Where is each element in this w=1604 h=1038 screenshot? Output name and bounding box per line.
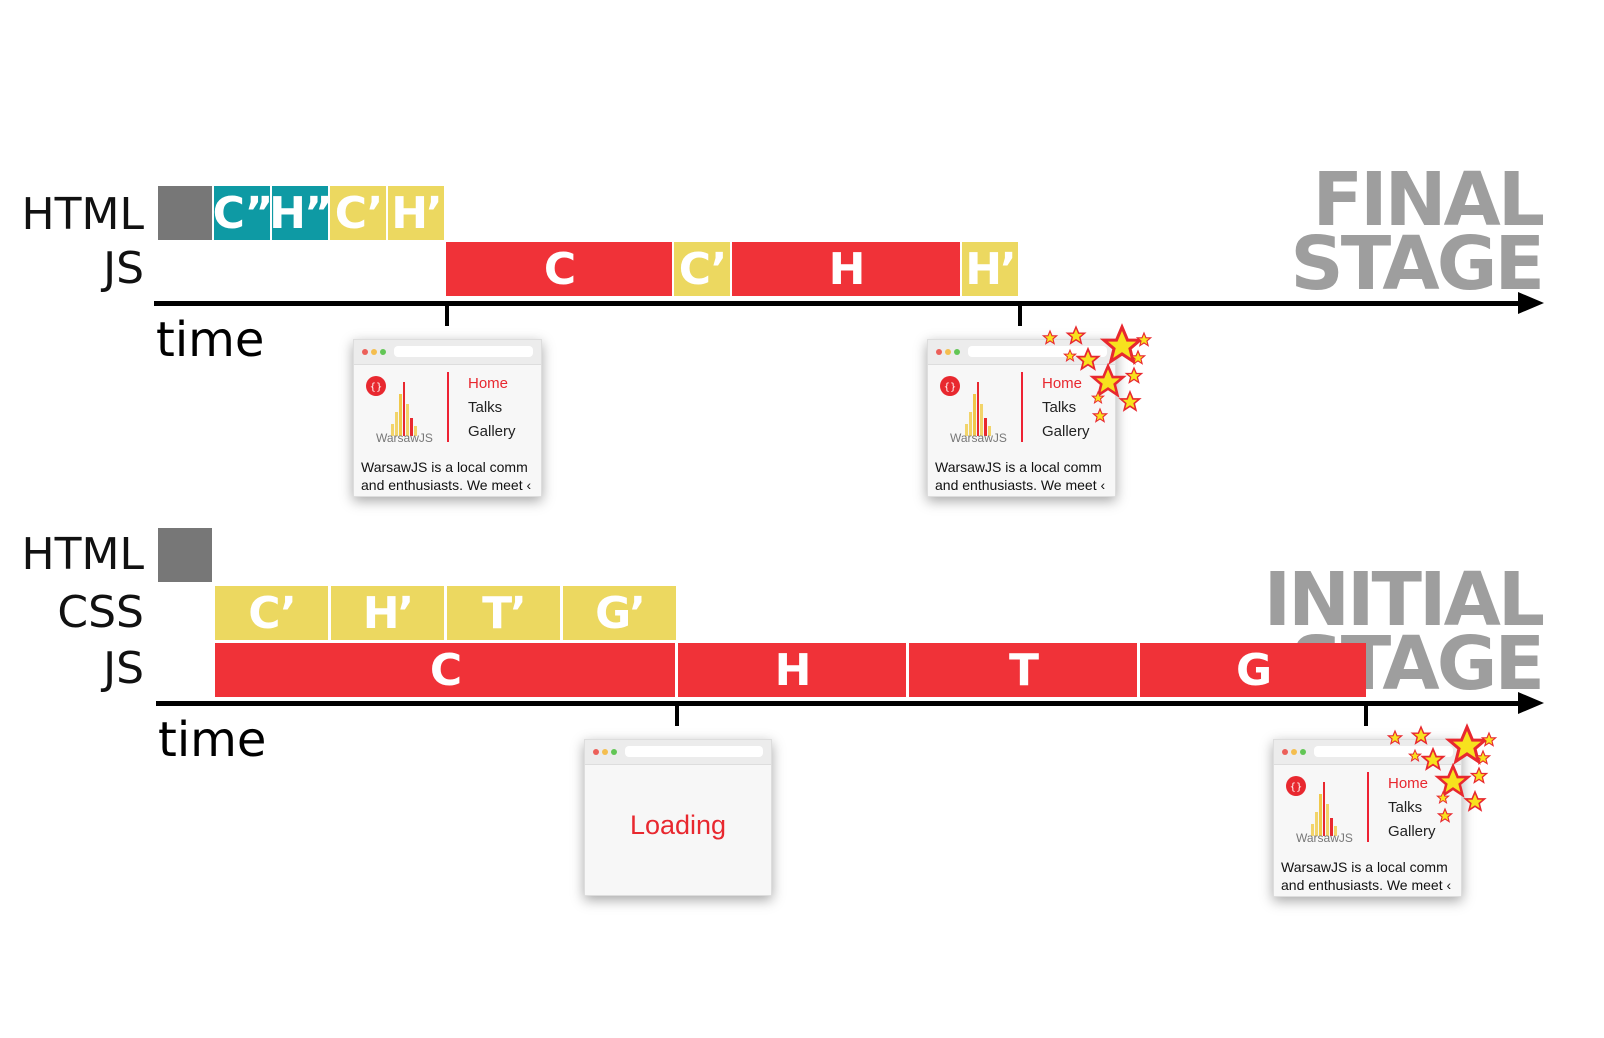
nav-talks: Talks bbox=[468, 399, 503, 416]
nav-gallery: Gallery bbox=[1388, 823, 1436, 840]
warsawjs-logo-icon: {} bbox=[1286, 776, 1337, 836]
address-bar bbox=[968, 346, 1107, 357]
nav-home: Home bbox=[468, 375, 509, 392]
description: WarsawJS is a local comm and enthusiasts… bbox=[1281, 858, 1451, 894]
description-line-1: WarsawJS is a local comm bbox=[1281, 859, 1448, 875]
stage-title-line-1: FINAL bbox=[1312, 157, 1545, 243]
css-block-c1: C’ bbox=[215, 586, 328, 640]
close-dot-icon bbox=[593, 749, 599, 755]
js-block-h: H bbox=[678, 643, 906, 697]
maximize-dot-icon bbox=[380, 349, 386, 355]
svg-text:{}: {} bbox=[370, 382, 383, 393]
axis-arrow-icon bbox=[1518, 692, 1544, 714]
axis-label-time: time bbox=[156, 312, 265, 368]
loading-text: Loading bbox=[629, 810, 727, 840]
maximize-dot-icon bbox=[954, 349, 960, 355]
axis-label-time: time bbox=[158, 712, 267, 768]
row-label-css: CSS bbox=[57, 587, 144, 638]
maximize-dot-icon bbox=[1300, 749, 1306, 755]
html-block-h1: H’ bbox=[388, 186, 444, 240]
svg-text:{}: {} bbox=[1290, 782, 1303, 793]
browser-toolbar bbox=[1274, 740, 1461, 765]
js-block-h1: H’ bbox=[962, 242, 1018, 296]
description-line-2: and enthusiasts. We meet ‹ bbox=[935, 477, 1106, 493]
address-bar bbox=[1314, 746, 1453, 757]
description-line-2: and enthusiasts. We meet ‹ bbox=[1281, 877, 1452, 893]
warsawjs-logo-icon: {} bbox=[366, 376, 417, 436]
axis-tick bbox=[445, 304, 449, 326]
nav-talks: Talks bbox=[1042, 399, 1077, 416]
close-dot-icon bbox=[362, 349, 368, 355]
js-block-h: H bbox=[732, 242, 960, 296]
logo-text: WarsawJS bbox=[376, 431, 433, 445]
js-block-c: C bbox=[446, 242, 672, 296]
stage-title-line-1: INITIAL bbox=[1263, 557, 1545, 643]
row-label-js: JS bbox=[103, 243, 144, 294]
js-block-g: G bbox=[1140, 643, 1366, 697]
nav-home: Home bbox=[1388, 775, 1429, 792]
page-screenshot: {} WarsawJS Home Talks Gallery WarsawJS … bbox=[927, 339, 1116, 497]
sparkle-stars-icon bbox=[1042, 325, 1152, 423]
html-block-c2: C” bbox=[212, 186, 273, 240]
maximize-dot-icon bbox=[611, 749, 617, 755]
nav-gallery: Gallery bbox=[468, 423, 516, 440]
row-label-html: HTML bbox=[21, 189, 144, 240]
time-axis bbox=[156, 701, 1524, 706]
axis-tick bbox=[675, 704, 679, 726]
warsawjs-logo-icon: {} bbox=[940, 376, 991, 436]
js-block-t: T bbox=[909, 643, 1137, 697]
minimize-dot-icon bbox=[371, 349, 377, 355]
divider bbox=[447, 372, 449, 442]
address-bar bbox=[394, 346, 533, 357]
close-dot-icon bbox=[1282, 749, 1288, 755]
minimize-dot-icon bbox=[1291, 749, 1297, 755]
html-block bbox=[158, 528, 212, 582]
logo-text: WarsawJS bbox=[1296, 831, 1353, 845]
html-block-c1: C’ bbox=[330, 186, 386, 240]
browser-toolbar bbox=[585, 740, 771, 765]
page-screenshot: {} WarsawJS Home Talks Gallery WarsawJS … bbox=[353, 339, 542, 497]
row-label-html: HTML bbox=[21, 529, 144, 580]
description-line-1: WarsawJS is a local comm bbox=[361, 459, 528, 475]
description: WarsawJS is a local comm and enthusiasts… bbox=[361, 458, 531, 494]
css-block-t1: T’ bbox=[447, 586, 560, 640]
html-block-h2: H” bbox=[269, 186, 333, 240]
axis-tick bbox=[1364, 704, 1368, 726]
sparkle-stars-icon bbox=[1387, 725, 1497, 823]
css-block-g1: G’ bbox=[563, 586, 676, 640]
logo-text: WarsawJS bbox=[950, 431, 1007, 445]
nav-talks: Talks bbox=[1388, 799, 1423, 816]
close-dot-icon bbox=[936, 349, 942, 355]
axis-tick bbox=[1018, 304, 1022, 326]
css-block-h1: H’ bbox=[331, 586, 444, 640]
description-line-1: WarsawJS is a local comm bbox=[935, 459, 1102, 475]
nav-gallery: Gallery bbox=[1042, 423, 1090, 440]
js-block-c: C bbox=[215, 643, 675, 697]
html-block bbox=[158, 186, 212, 240]
minimize-dot-icon bbox=[945, 349, 951, 355]
minimize-dot-icon bbox=[602, 749, 608, 755]
description-line-2: and enthusiasts. We meet ‹ bbox=[361, 477, 532, 493]
stage-title-line-2: STAGE bbox=[1290, 221, 1545, 307]
stage-title-final: FINAL STAGE bbox=[1290, 157, 1545, 307]
js-block-c1: C’ bbox=[674, 242, 730, 296]
browser-toolbar bbox=[354, 340, 541, 365]
description: WarsawJS is a local comm and enthusiasts… bbox=[935, 458, 1105, 494]
time-axis bbox=[154, 301, 1524, 306]
divider bbox=[1367, 772, 1369, 842]
address-bar bbox=[625, 746, 763, 757]
row-label-js: JS bbox=[103, 643, 144, 694]
axis-arrow-icon bbox=[1518, 292, 1544, 314]
loading-screenshot: Loading bbox=[584, 739, 772, 896]
svg-text:{}: {} bbox=[944, 382, 957, 393]
nav-home: Home bbox=[1042, 375, 1083, 392]
divider bbox=[1021, 372, 1023, 442]
